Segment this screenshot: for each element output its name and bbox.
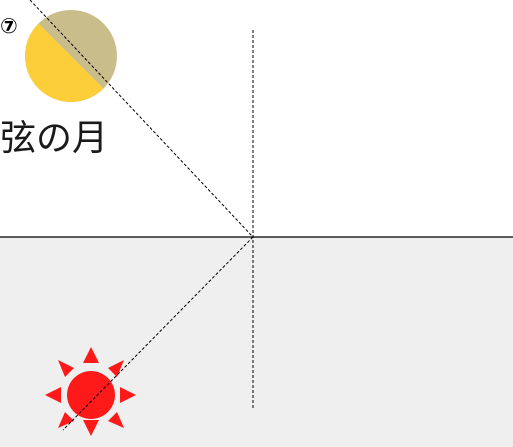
moon-phase-label: 弦の月 [0, 118, 108, 159]
moon-phase-icon [25, 10, 117, 102]
moon-number-label: ⑦ [0, 14, 18, 38]
moon-sight-line [29, 0, 254, 238]
sun-icon [45, 347, 136, 436]
sun-sight-line [62, 236, 254, 431]
